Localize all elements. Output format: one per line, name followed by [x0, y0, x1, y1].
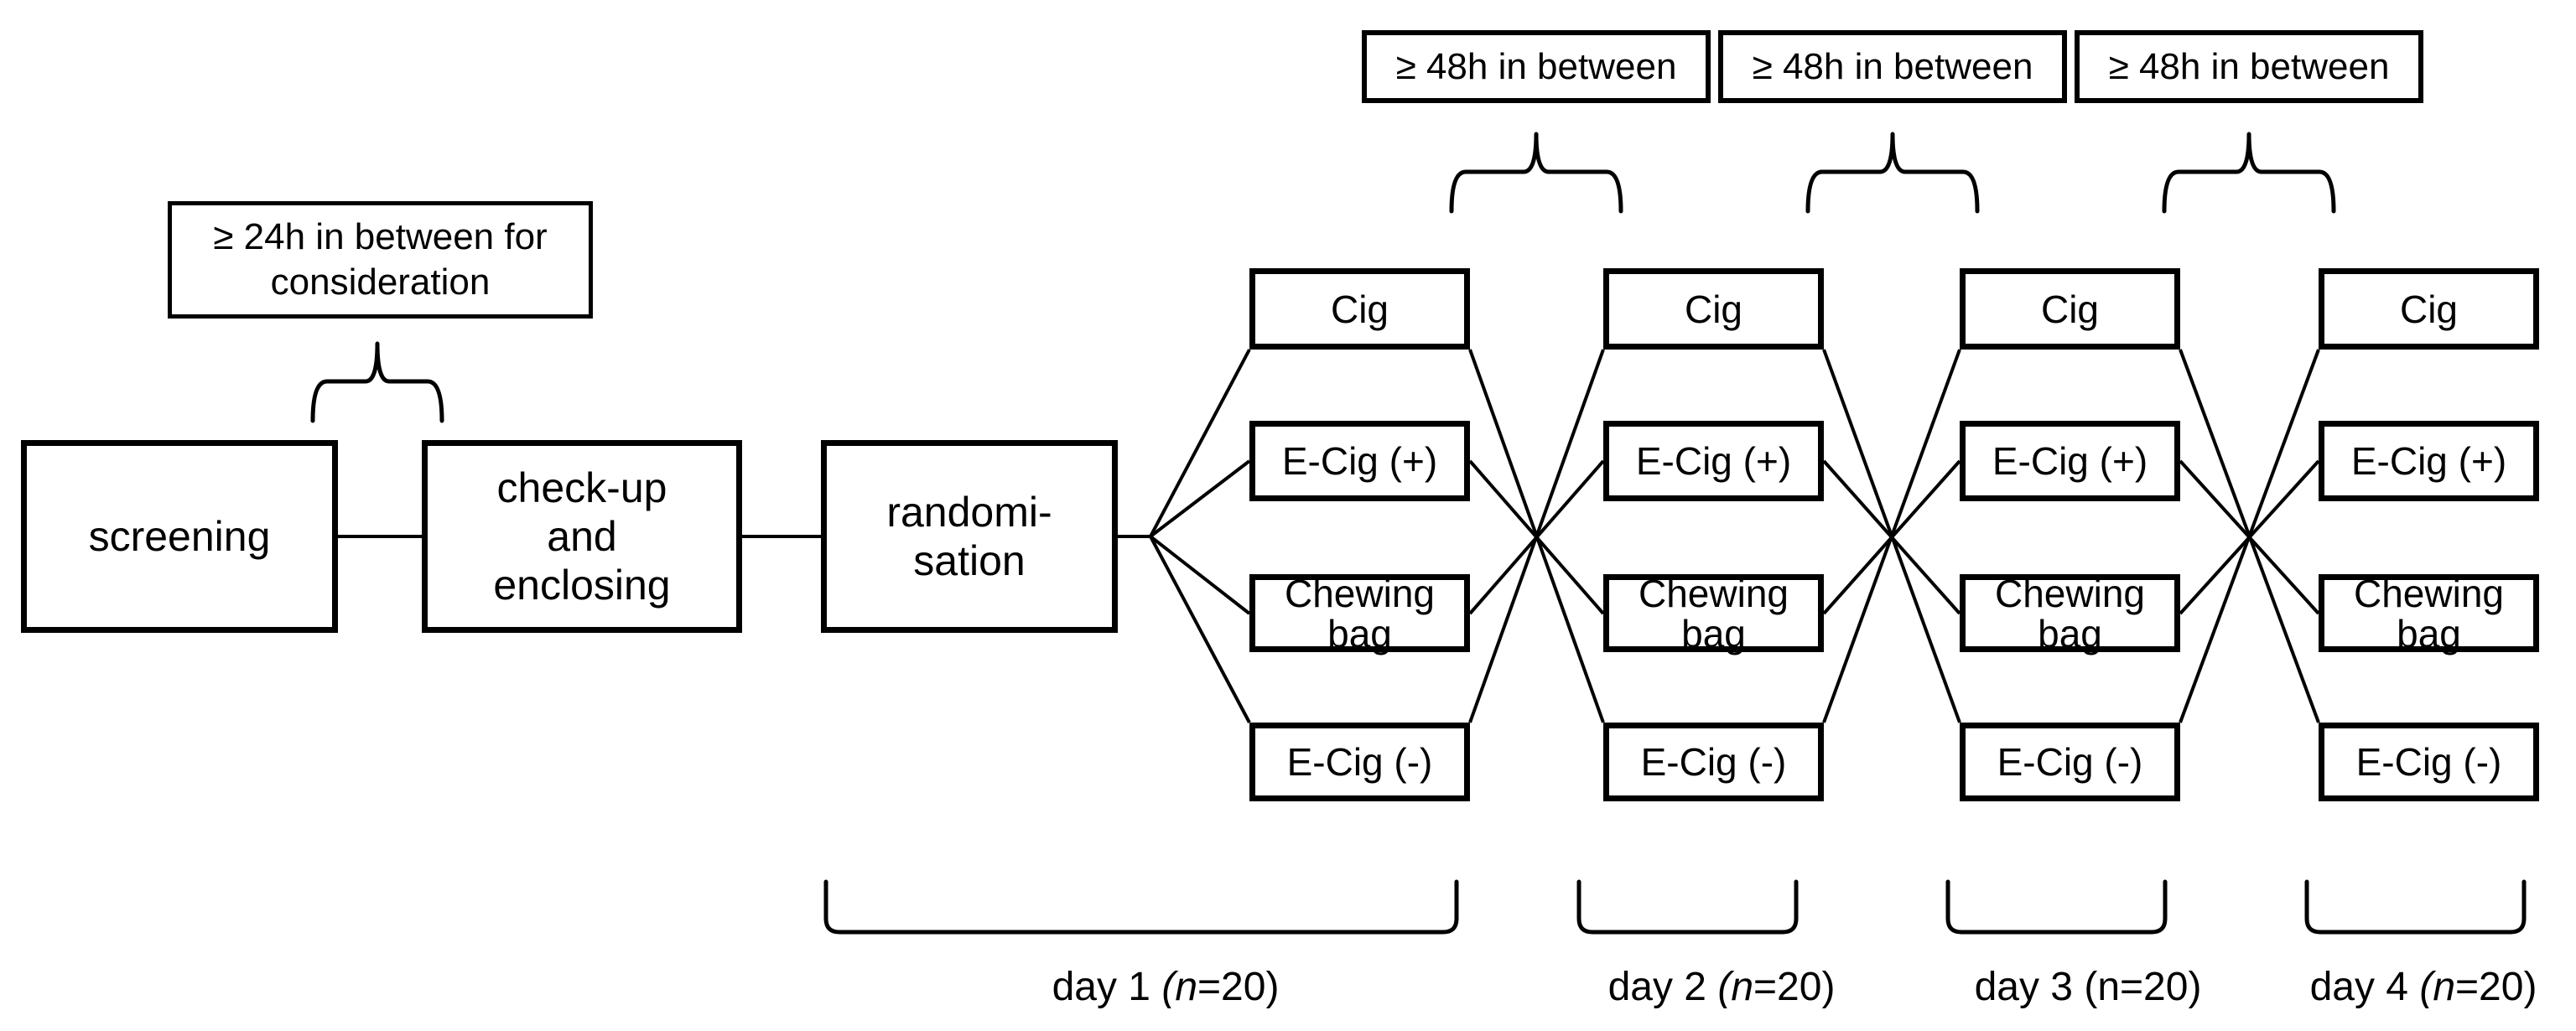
interval-note-box-3: ≥ 48h in between	[2075, 30, 2423, 103]
condition-box-day2-chewing-bag: Chewing bag	[1603, 573, 1824, 654]
screening-box: screening	[21, 440, 338, 633]
day-3-bracket	[1945, 879, 2168, 935]
condition-box-day2-cig: Cig	[1603, 268, 1824, 350]
randomisation-box: randomi- sation	[821, 440, 1118, 633]
consideration-note-box: ≥ 24h in between for consideration	[168, 201, 593, 319]
day-1-bracket	[823, 879, 1459, 935]
day-4-label: day 4 (n=20)	[2309, 965, 2537, 1009]
crossover-lines-day2-day3	[1822, 349, 1961, 723]
interval-note-box-1: ≥ 48h in between	[1362, 30, 1711, 103]
condition-box-day3-ecig-plus: E-Cig (+)	[1960, 421, 2180, 501]
condition-box-day4-cig: Cig	[2319, 268, 2539, 350]
day-1-label: day 1 (n=20)	[1052, 965, 1280, 1009]
day-2-bracket	[1576, 879, 1799, 935]
condition-box-day1-ecig-plus: E-Cig (+)	[1249, 421, 1470, 501]
curly-brace-icon	[310, 341, 444, 423]
condition-box-day3-chewing-bag: Chewing bag	[1960, 573, 2180, 654]
crossover-lines-day1-day2	[1468, 349, 1605, 723]
condition-box-day3-cig: Cig	[1960, 268, 2180, 350]
curly-brace-icon	[1449, 132, 1623, 214]
condition-box-day2-ecig-plus: E-Cig (+)	[1603, 421, 1824, 501]
checkup-enclosing-label: check-up and enclosing	[493, 464, 671, 609]
curly-brace-icon	[2162, 132, 2336, 214]
condition-box-day2-ecig-minus: E-Cig (-)	[1603, 723, 1824, 801]
randomisation-fanout-lines	[1149, 349, 1251, 723]
day-4-bracket	[2304, 879, 2527, 935]
condition-box-day4-ecig-minus: E-Cig (-)	[2319, 723, 2539, 801]
day-3-label: day 3 (n=20)	[1974, 965, 2202, 1009]
interval-note-box-2: ≥ 48h in between	[1718, 30, 2067, 103]
screening-label: screening	[88, 513, 271, 560]
crossover-lines-day3-day4	[2179, 349, 2320, 723]
condition-box-day4-chewing-bag: Chewing bag	[2319, 573, 2539, 654]
condition-box-day1-ecig-minus: E-Cig (-)	[1249, 723, 1470, 801]
condition-box-day3-ecig-minus: E-Cig (-)	[1960, 723, 2180, 801]
condition-box-day1-chewing-bag: Chewing bag	[1249, 573, 1470, 654]
curly-brace-icon	[1805, 132, 1980, 214]
consideration-note-text: ≥ 24h in between for consideration	[213, 216, 548, 303]
day-2-label: day 2 (n=20)	[1607, 965, 1836, 1009]
interval-note-text: ≥ 48h in between	[1395, 45, 1677, 87]
checkup-enclosing-box: check-up and enclosing	[422, 440, 742, 633]
interval-note-text: ≥ 48h in between	[2108, 45, 2390, 87]
interval-note-text: ≥ 48h in between	[1752, 45, 2033, 87]
randomisation-label: randomi- sation	[886, 489, 1052, 584]
condition-box-day4-ecig-plus: E-Cig (+)	[2319, 421, 2539, 501]
condition-box-day1-cig: Cig	[1249, 268, 1470, 350]
